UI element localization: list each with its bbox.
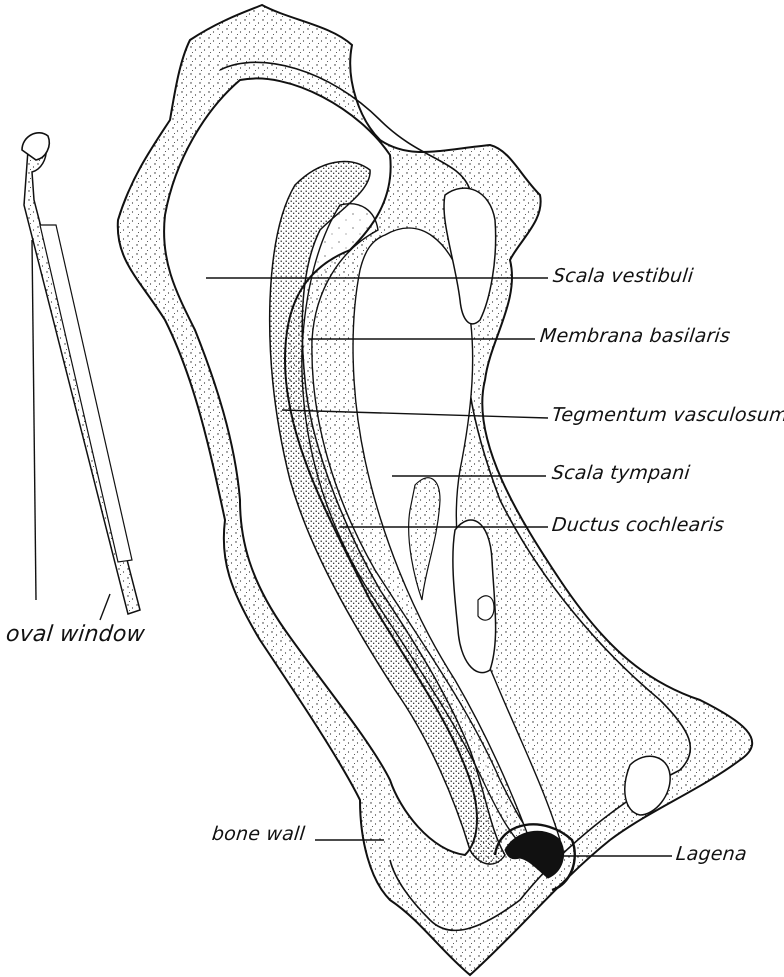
label-tegmentum-vasculosum: Tegmentum vasculosum: [551, 404, 784, 426]
label-lagena: Lagena: [675, 843, 748, 865]
leader-oval-window-right: [100, 594, 110, 620]
oval-window-inner: [40, 225, 132, 562]
label-bone-wall: bone wall: [211, 823, 306, 845]
label-scala-vestibuli: Scala vestibuli: [552, 265, 695, 287]
label-scala-tympani: Scala tympani: [551, 462, 691, 484]
canal-small: [478, 596, 494, 620]
label-oval-window: oval window: [5, 622, 146, 647]
label-ductus-cochlearis: Ductus cochlearis: [551, 514, 725, 536]
leader-oval-window-left: [32, 240, 36, 600]
label-membrana-basilaris: Membrana basilaris: [539, 325, 732, 347]
